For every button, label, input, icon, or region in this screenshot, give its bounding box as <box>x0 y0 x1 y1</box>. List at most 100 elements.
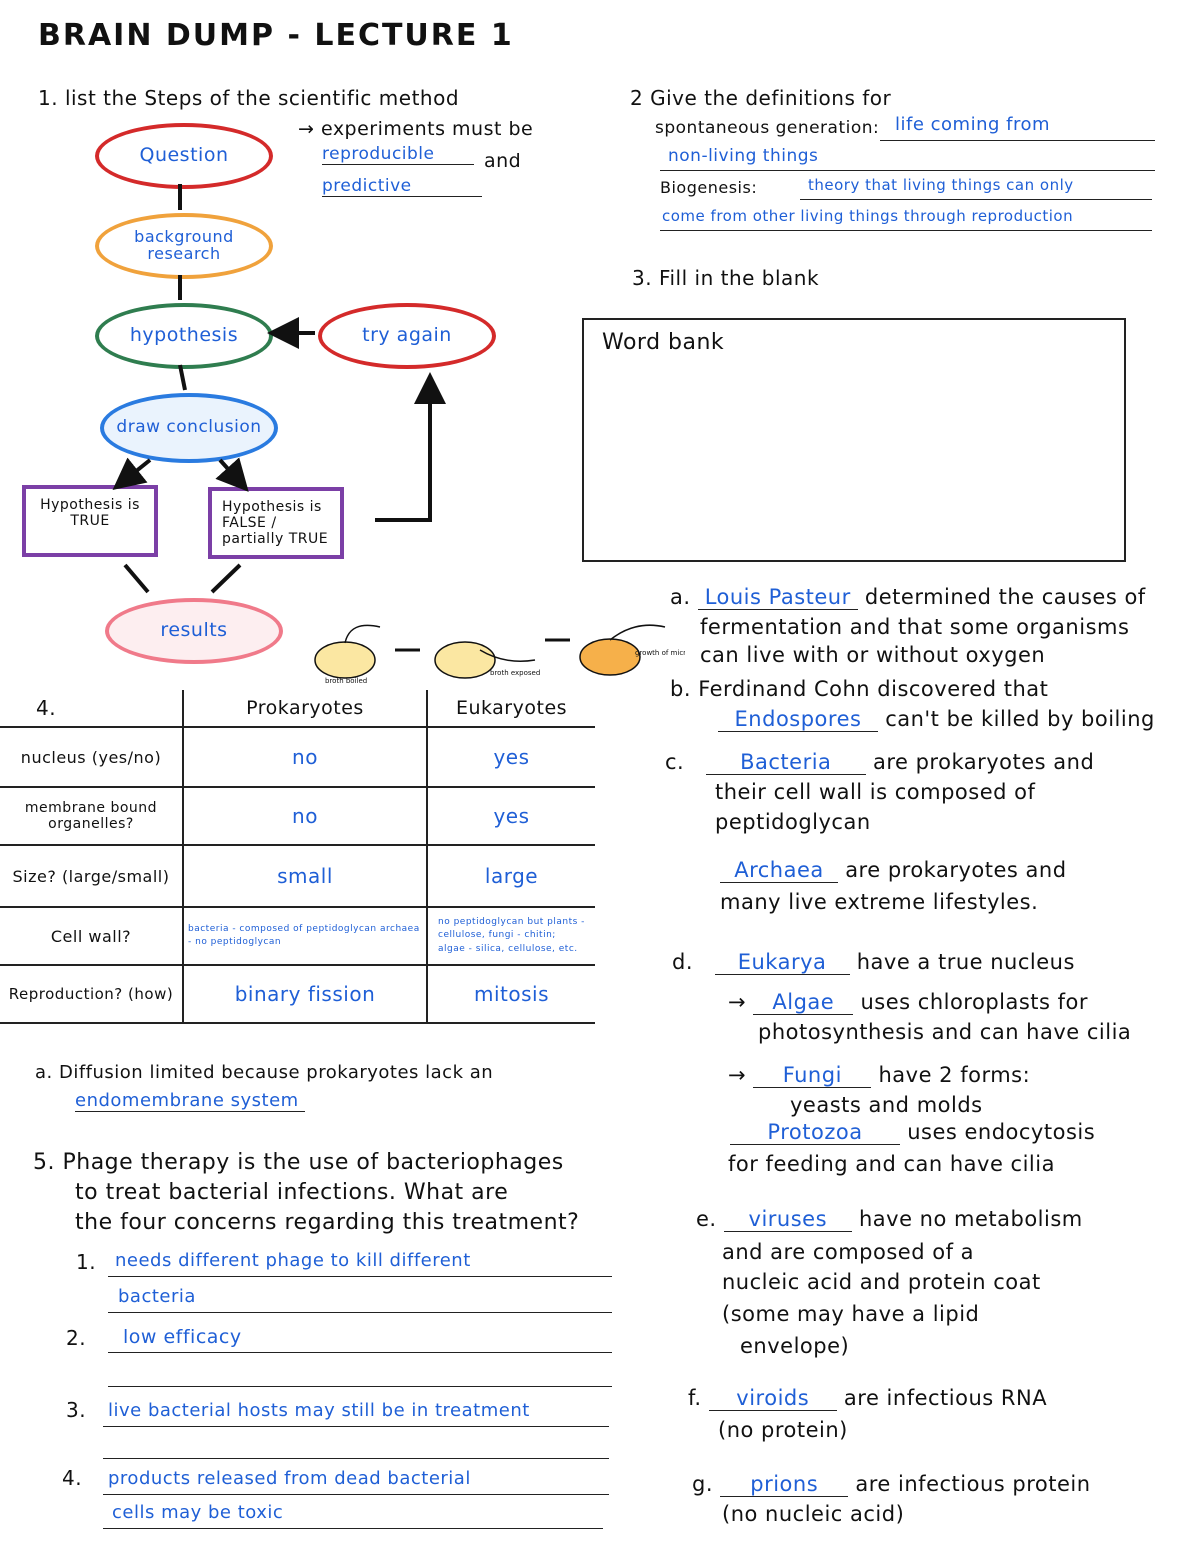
flask-label-3: growth of microbes <box>635 649 685 657</box>
fill-d-algae: → Algae uses chloroplasts for <box>728 990 1089 1015</box>
cell-pro: bacteria - composed of peptidoglycan arc… <box>183 907 428 966</box>
q5-num-3: 3. <box>66 1398 87 1422</box>
header-prokaryotes: Prokaryotes <box>183 690 428 728</box>
flask-label-2: broth exposed <box>490 669 540 677</box>
fill-e-cont-4: envelope) <box>740 1334 850 1358</box>
cell-pro: no <box>183 727 428 788</box>
q2-def1-line1: life coming from <box>895 114 1051 135</box>
pasteur-flask-illustration: broth boiled broth exposed growth of mic… <box>314 624 685 685</box>
q5-answer-2-line1: low efficacy <box>123 1326 242 1348</box>
q5-answer-3-line1: live bacterial hosts may still be in tre… <box>108 1400 530 1421</box>
q5-answer-1-line2: bacteria <box>118 1286 196 1307</box>
fill-e-cont-3: (some may have a lipid <box>722 1302 980 1326</box>
row-label: nucleus (yes/no) <box>0 727 184 788</box>
cell-euk: mitosis <box>427 965 595 1024</box>
row-label: Size? (large/small) <box>0 845 184 908</box>
q1-answer1: reproducible <box>322 144 474 165</box>
q2-def2-line2: come from other living things through re… <box>662 207 1074 225</box>
table-header-row: 4. Prokaryotes Eukaryotes <box>0 690 595 728</box>
answer-b: Endospores <box>718 707 878 732</box>
fill-e: e. viruses have no metabolism <box>696 1207 1083 1232</box>
q3-prompt: 3. Fill in the blank <box>632 266 820 290</box>
q5-num-1: 1. <box>76 1250 97 1274</box>
fill-f-cont: (no protein) <box>718 1418 848 1442</box>
answer-g: prions <box>720 1472 849 1497</box>
fill-d-fungi-cont: yeasts and molds <box>790 1093 983 1117</box>
fill-b-pre: b. Ferdinand Cohn discovered that <box>670 677 1049 701</box>
fill-d-fungi: → Fungi have 2 forms: <box>728 1063 1031 1088</box>
answer-algae: Algae <box>753 990 854 1015</box>
q5-prompt-line3: the four concerns regarding this treatme… <box>75 1210 580 1235</box>
answer-d: Eukarya <box>714 950 850 975</box>
fill-e-cont-1: and are composed of a <box>722 1240 974 1264</box>
fill-d: d. Eukarya have a true nucleus <box>672 950 1075 975</box>
box-hypothesis-true: Hypothesis is TRUE <box>22 485 158 557</box>
fill-c2-cont-1: many live extreme lifestyles. <box>720 890 1039 914</box>
q2-def1-line2: non-living things <box>668 146 819 166</box>
answer-a: Louis Pasteur <box>697 585 858 610</box>
table-row: Size? (large/small) small large <box>0 845 595 908</box>
q5-num-2: 2. <box>66 1326 87 1350</box>
step-draw-conclusion: draw conclusion <box>100 393 278 463</box>
answer-c2: Archaea <box>720 858 838 883</box>
q5-answer-4-line2: cells may be toxic <box>112 1502 284 1523</box>
q1-note: → experiments must be <box>298 118 534 140</box>
box-hypothesis-false: Hypothesis is FALSE / partially TRUE <box>208 487 344 559</box>
fill-a-cont-2: can live with or without oxygen <box>700 643 1046 667</box>
cell-euk: yes <box>427 787 595 846</box>
fill-c-cont-2: peptidoglycan <box>715 810 871 834</box>
cell-pro: no <box>183 787 428 846</box>
table-row: membrane bound organelles? no yes <box>0 787 595 846</box>
step-results: results <box>105 598 283 664</box>
q5-answer-1-line1: needs different phage to kill different <box>115 1250 471 1271</box>
q5-answer-4-line1: products released from dead bacterial <box>108 1468 471 1489</box>
fill-b: Endospores can't be killed by boiling <box>718 707 1155 732</box>
table-number: 4. <box>0 690 184 728</box>
table-row: nucleus (yes/no) no yes <box>0 727 595 788</box>
step-try-again: try again <box>318 303 496 369</box>
fill-e-cont-2: nucleic acid and protein coat <box>722 1270 1041 1294</box>
answer-c: Bacteria <box>705 750 866 775</box>
q1-answer2: predictive <box>322 176 482 197</box>
flowchart-arrows <box>112 184 446 594</box>
answer-e: viruses <box>723 1207 852 1232</box>
fill-g-cont: (no nucleic acid) <box>722 1502 905 1526</box>
fill-a: a. Louis Pasteur determined the causes o… <box>670 585 1146 610</box>
word-bank-label: Word bank <box>602 330 725 355</box>
fill-f: f. viroids are infectious RNA <box>688 1386 1048 1411</box>
step-question: Question <box>95 123 273 189</box>
header-eukaryotes: Eukaryotes <box>427 690 595 728</box>
table-row: Reproduction? (how) binary fission mitos… <box>0 965 595 1024</box>
row-label: membrane bound organelles? <box>0 787 184 846</box>
fill-d-algae-cont: photosynthesis and can have cilia <box>758 1020 1132 1044</box>
q2-term1: spontaneous generation: <box>655 118 880 138</box>
cell-euk: large <box>427 845 595 908</box>
q5-prompt-line2: to treat bacterial infections. What are <box>75 1180 509 1205</box>
fill-c2: Archaea are prokaryotes and <box>720 858 1067 883</box>
row-label: Cell wall? <box>0 907 184 966</box>
q4-note: a. Diffusion limited because prokaryotes… <box>35 1062 494 1083</box>
table-row: Cell wall? bacteria - composed of peptid… <box>0 907 595 966</box>
word-bank-box: Word bank <box>582 318 1126 562</box>
fill-a-cont-1: fermentation and that some organisms <box>700 615 1130 639</box>
q2-def2-line1: theory that living things can only <box>808 176 1074 194</box>
fill-c-cont-1: their cell wall is composed of <box>715 780 1036 804</box>
q5-num-4: 4. <box>62 1466 83 1490</box>
row-label: Reproduction? (how) <box>0 965 184 1024</box>
cell-euk: yes <box>427 727 595 788</box>
cell-euk: no peptidoglycan but plants - cellulose,… <box>427 907 595 966</box>
q5-prompt-line1: 5. Phage therapy is the use of bacteriop… <box>33 1150 564 1175</box>
comparison-table: 4. Prokaryotes Eukaryotes nucleus (yes/n… <box>0 690 595 1024</box>
page-title: BRAIN DUMP - LECTURE 1 <box>38 18 514 53</box>
fill-d-protozoa: Protozoa uses endocytosis <box>730 1120 1095 1145</box>
fill-g: g. prions are infectious protein <box>692 1472 1091 1497</box>
fill-c: c. Bacteria are prokaryotes and <box>665 750 1095 775</box>
q2-prompt: 2 Give the definitions for <box>630 86 892 110</box>
answer-protozoa: Protozoa <box>730 1120 900 1145</box>
cell-pro: binary fission <box>183 965 428 1024</box>
q1-and: and <box>484 150 522 172</box>
flask-label-1: broth boiled <box>325 677 367 685</box>
q1-prompt: 1. list the Steps of the scientific meth… <box>38 86 460 110</box>
fill-d-protozoa-cont: for feeding and can have cilia <box>728 1152 1055 1176</box>
answer-f: viroids <box>708 1386 837 1411</box>
